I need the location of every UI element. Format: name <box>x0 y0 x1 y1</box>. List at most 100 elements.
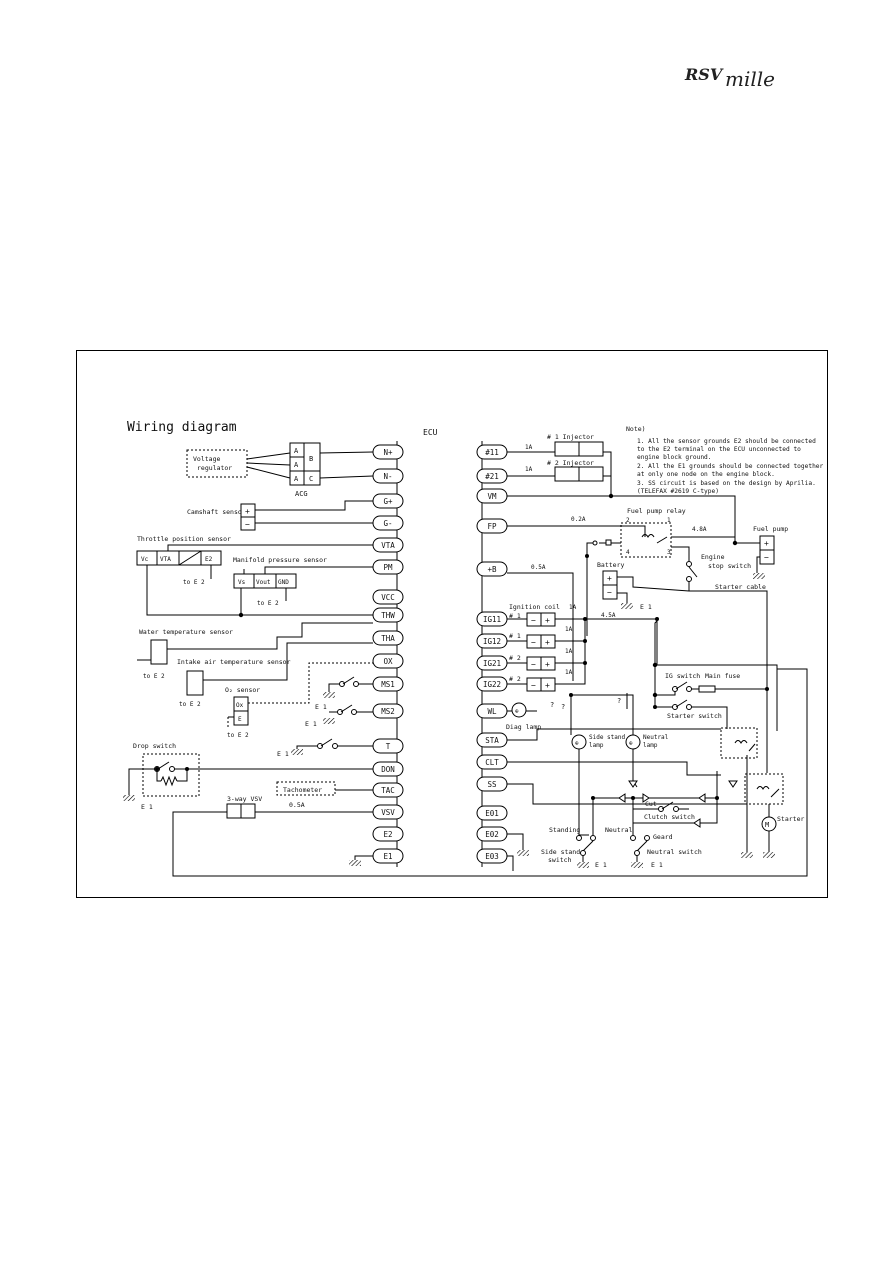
svg-text:+: + <box>545 616 550 625</box>
ecu-pin-right: #21 <box>476 468 508 484</box>
ecu-pin-label: SS <box>487 780 497 789</box>
svg-text:Side stand: Side stand <box>541 848 580 856</box>
ecu-pin-left: N- <box>372 468 404 484</box>
tachometer: Tachometer <box>276 781 336 796</box>
svg-text:?: ? <box>617 697 621 705</box>
svg-text:+: + <box>607 574 612 583</box>
ecu-pin-left: TAC <box>372 782 404 798</box>
diagram-title: Wiring diagram <box>127 420 237 435</box>
svg-text:4.8A: 4.8A <box>692 526 707 533</box>
ecu-pin-label: N+ <box>383 448 393 457</box>
ecu-pin-left: MS2 <box>372 703 404 719</box>
note-line: 3. SS circuit is based on the design by … <box>637 480 816 487</box>
ecu-pin-right: CLT <box>476 754 508 770</box>
note-line: 1. All the sensor grounds E2 should be c… <box>637 438 816 445</box>
ecu-pin-left: VTA <box>372 537 404 553</box>
ecu-pin-left: N+ <box>372 444 404 460</box>
svg-text:E 1: E 1 <box>141 803 153 811</box>
svg-text:Fuel pump relay: Fuel pump relay <box>627 507 686 515</box>
ms-switches: E 1 E 1 <box>305 676 373 728</box>
ecu-pin-label: VM <box>487 492 497 501</box>
svg-text:+: + <box>245 507 250 516</box>
svg-text:0.5A: 0.5A <box>531 564 546 571</box>
logo-sub: mille <box>725 67 775 90</box>
voltage-regulator: Voltage regulator <box>186 449 248 478</box>
svg-text:# 2: # 2 <box>509 654 521 662</box>
acg-generator: A A A B C ACG <box>289 442 321 498</box>
ecu-pin-label: THA <box>381 634 395 643</box>
svg-text:−: − <box>531 681 536 690</box>
ecu-pin-label: IG22 <box>483 680 501 689</box>
ecu-pin-right: #11 <box>476 444 508 460</box>
brand-logo: RSV mille <box>683 62 801 91</box>
svg-text:0.5A: 0.5A <box>289 801 305 809</box>
svg-text:E 1: E 1 <box>640 603 652 611</box>
svg-text:Geard: Geard <box>653 833 673 841</box>
ecu-pin-right: VM <box>476 488 508 504</box>
svg-text:Ox: Ox <box>236 702 244 709</box>
ecu-pin-label: N- <box>383 472 392 481</box>
injectors: # 1 Injector # 2 Injector 1A 1A <box>525 433 604 482</box>
svg-text:⊕: ⊕ <box>629 740 633 747</box>
svg-text:lamp: lamp <box>643 742 658 749</box>
svg-text:Drop switch: Drop switch <box>133 742 176 750</box>
svg-text:to E 2: to E 2 <box>227 732 249 739</box>
svg-text:−: − <box>531 616 536 625</box>
ecu-pin-label: E02 <box>485 830 499 839</box>
svg-text:GND: GND <box>278 579 289 586</box>
ecu-pin-left: G- <box>372 515 404 531</box>
svg-text:Starter: Starter <box>777 815 804 823</box>
ecu-pin-label: VTA <box>381 541 395 550</box>
t-terminal-switch: E 1 <box>277 738 373 758</box>
svg-text:1A: 1A <box>565 626 573 633</box>
ecu-pin-label: MS1 <box>381 680 395 689</box>
svg-text:1A: 1A <box>525 466 533 473</box>
svg-text:Battery: Battery <box>597 561 624 569</box>
svg-text:0.2A: 0.2A <box>571 516 586 523</box>
svg-text:switch: switch <box>548 856 572 864</box>
svg-text:Vout: Vout <box>256 579 271 586</box>
svg-text:Voltage: Voltage <box>193 455 220 463</box>
ecu-pin-left: E1 <box>372 848 404 864</box>
svg-text:−: − <box>764 553 769 562</box>
svg-text:−: − <box>531 638 536 647</box>
ecu-pin-label: WL <box>487 707 497 716</box>
ecu-pin-left: THA <box>372 630 404 646</box>
svg-text:A: A <box>294 447 299 455</box>
svg-text:E 1: E 1 <box>651 861 663 869</box>
svg-text:Water temperature sensor: Water temperature sensor <box>139 628 233 636</box>
ecu-pin-label: IG21 <box>483 659 501 668</box>
ecu-pin-label: VSV <box>381 808 395 817</box>
svg-text:?: ? <box>561 703 565 711</box>
ecu-pin-label: E03 <box>485 852 499 861</box>
svg-text:Neutral: Neutral <box>643 734 669 741</box>
ig-switch: IG switch Main fuse <box>665 672 740 693</box>
ecu-pin-label: G- <box>383 519 392 528</box>
manifold-pressure-sensor: Manifold pressure sensor Vs Vout GND to … <box>233 556 327 607</box>
ecu-pin-label: VCC <box>381 593 395 602</box>
svg-text:+: + <box>764 539 769 548</box>
svg-text:regulator: regulator <box>197 464 232 472</box>
svg-text:Diag lamp: Diag lamp <box>506 723 541 731</box>
svg-text:Neutral: Neutral <box>605 826 632 834</box>
svg-text:Intake air temperature sensor: Intake air temperature sensor <box>177 658 291 666</box>
note-line: 2. All the E1 grounds should be connecte… <box>637 463 824 470</box>
ecu-pin-label: OX <box>383 657 393 666</box>
svg-text:to E 2: to E 2 <box>179 701 201 708</box>
svg-text:1A: 1A <box>565 648 573 655</box>
ecu-pin-left: E2 <box>372 826 404 842</box>
note-line: at only one node on the engine block. <box>637 471 775 478</box>
ecu-pin-right: IG21 <box>476 655 508 671</box>
fuel-pump: Fuel pump + − <box>753 525 788 579</box>
svg-text:A: A <box>294 461 299 469</box>
ecu-pin-right: +B <box>476 561 508 577</box>
acg-label: ACG <box>295 490 308 498</box>
ecu-pin-label: E1 <box>383 852 392 861</box>
ecu-pin-right: E03 <box>476 848 508 864</box>
svg-text:3: 3 <box>667 549 671 556</box>
svg-text:Neutral switch: Neutral switch <box>647 848 702 856</box>
svg-text:to E 2: to E 2 <box>143 673 165 680</box>
svg-text:to E 2: to E 2 <box>257 600 279 607</box>
diag-lamp: ⊕ Diag lamp ? <box>506 701 554 731</box>
svg-text:3-way VSV: 3-way VSV <box>227 795 262 803</box>
